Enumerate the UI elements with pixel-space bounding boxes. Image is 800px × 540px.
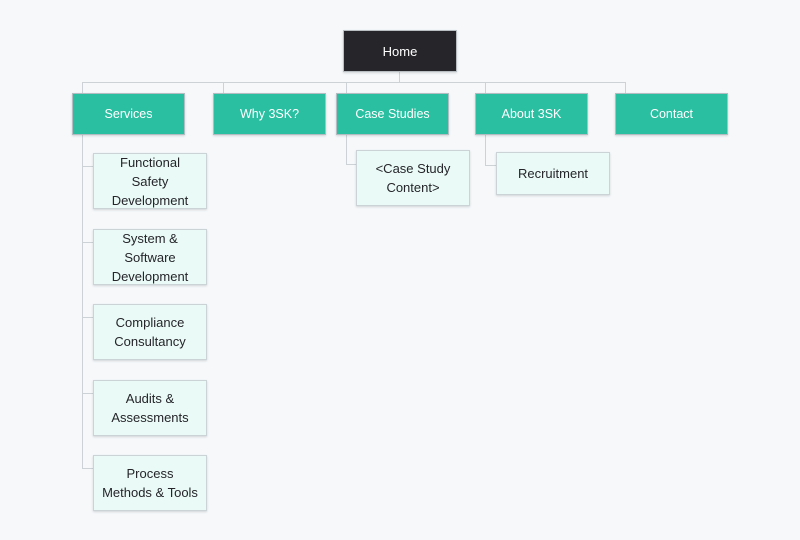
connector-stub-system-software: [82, 242, 94, 243]
connector-stub-recruitment: [485, 165, 497, 166]
node-recruitment[interactable]: Recruitment: [496, 152, 610, 195]
node-why-3sk-label: Why 3SK?: [239, 106, 300, 121]
connector-stub-process-methods: [82, 468, 94, 469]
connector-level2-trunk: [82, 82, 626, 83]
node-why-3sk[interactable]: Why 3SK?: [213, 93, 326, 135]
node-contact-label: Contact: [649, 106, 694, 121]
node-case-study-content-label: <Case Study Content>: [375, 161, 451, 195]
node-case-studies-label: Case Studies: [355, 106, 430, 121]
connector-drop-services: [82, 82, 83, 93]
node-compliance-consultancy-label: Compliance Consultancy: [114, 315, 186, 349]
node-functional-safety-development-label: Functional Safety Development: [111, 154, 189, 208]
node-system-software-development-label: System & Software Development: [111, 230, 189, 284]
node-audits-assessments-label: Audits & Assessments: [111, 391, 189, 425]
connector-stub-functional-safety: [82, 166, 94, 167]
node-home[interactable]: Home: [343, 30, 457, 72]
node-case-study-content[interactable]: <Case Study Content>: [356, 150, 470, 206]
node-functional-safety-development[interactable]: Functional Safety Development: [93, 153, 207, 209]
connector-stub-case-study-content: [346, 164, 357, 165]
connector-drop-case-studies: [346, 82, 347, 93]
connector-stub-compliance: [82, 317, 94, 318]
connector-drop-about-3sk: [485, 82, 486, 93]
connector-home-drop: [399, 72, 400, 83]
connector-drop-why-3sk: [223, 82, 224, 93]
node-contact[interactable]: Contact: [615, 93, 728, 135]
node-system-software-development[interactable]: System & Software Development: [93, 229, 207, 285]
connector-case-studies-trunk: [346, 135, 347, 165]
connector-drop-contact: [625, 82, 626, 93]
node-process-methods-tools[interactable]: Process Methods & Tools: [93, 455, 207, 511]
node-services[interactable]: Services: [72, 93, 185, 135]
node-about-3sk[interactable]: About 3SK: [475, 93, 588, 135]
connector-about-3sk-trunk: [485, 135, 486, 166]
node-home-label: Home: [382, 43, 418, 59]
connector-stub-audits: [82, 393, 94, 394]
node-case-studies[interactable]: Case Studies: [336, 93, 449, 135]
node-recruitment-label: Recruitment: [517, 166, 589, 181]
node-audits-assessments[interactable]: Audits & Assessments: [93, 380, 207, 436]
node-about-3sk-label: About 3SK: [501, 106, 562, 121]
node-compliance-consultancy[interactable]: Compliance Consultancy: [93, 304, 207, 360]
connector-services-trunk: [82, 135, 83, 469]
node-process-methods-tools-label: Process Methods & Tools: [102, 466, 198, 500]
node-services-label: Services: [104, 106, 153, 121]
